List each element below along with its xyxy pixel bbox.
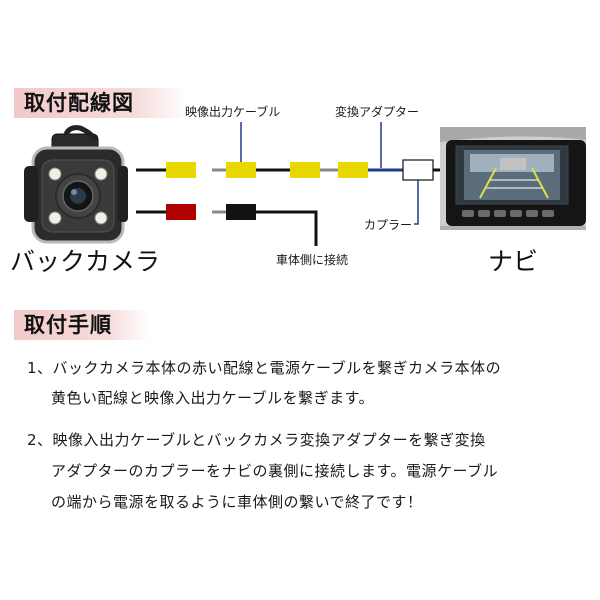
step-2-line-3: の端から電源を取るように車体側の繋いで終了です！ (51, 493, 423, 511)
coupler-box (403, 160, 433, 180)
video-cable-label: 映像出力ケーブル (185, 105, 280, 119)
adapter-yellow-connector (338, 162, 368, 178)
navi-label: ナビ (488, 248, 538, 276)
camera-yellow-connector (166, 162, 196, 178)
back-camera-label: バックカメラ (10, 248, 160, 276)
cable-yellow-connector-out (290, 162, 320, 178)
vehicle-connection-label: 車体側に接続 (276, 253, 348, 267)
coupler-pointer (414, 180, 418, 224)
step-2-line-1: 2、映像入出力ケーブルとバックカメラ変換アダプターを繋ぎ変換 (27, 431, 486, 449)
camera-red-connector (166, 204, 196, 220)
cable-yellow-connector-in (226, 162, 256, 178)
car-navi-image (440, 127, 586, 230)
power-cable-line (136, 204, 316, 246)
conversion-adapter-label: 変換アダプター (335, 105, 419, 119)
step-2-line-2: アダプターのカプラーをナビの裏側に接続します。電源ケーブル (51, 462, 498, 480)
power-black-connector (226, 204, 256, 220)
procedure-heading: 取付手順 (14, 310, 150, 340)
step-1-line-2: 黄色い配線と映像入出力ケーブルを繋ぎます。 (51, 389, 374, 407)
step-1-line-1: 1、バックカメラ本体の赤い配線と電源ケーブルを繋ぎカメラ本体の (27, 359, 501, 377)
coupler-label: カプラー (364, 218, 412, 232)
back-camera-image (24, 128, 128, 242)
video-cable-line (136, 160, 452, 180)
